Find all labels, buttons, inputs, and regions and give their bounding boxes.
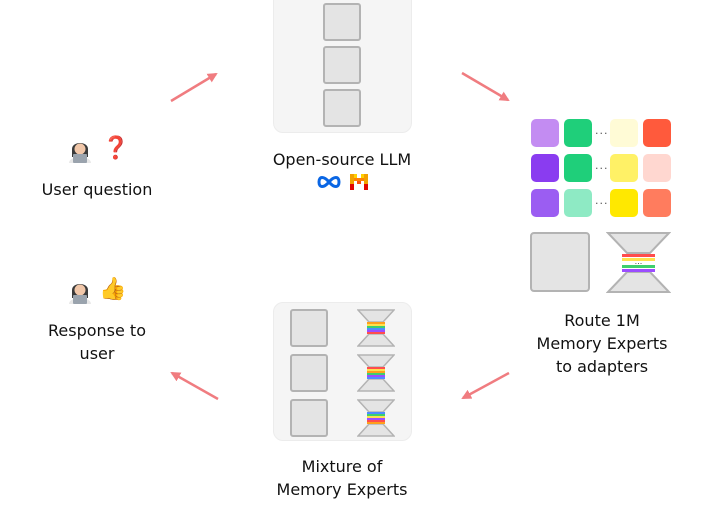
- expert-cell: [643, 154, 671, 182]
- thumbs-up-icon: 👍: [99, 277, 127, 302]
- ellipsis: ...: [595, 124, 609, 137]
- expert-cell: [564, 154, 592, 182]
- response-label-line-2: user: [79, 344, 115, 363]
- mixture-label-line-2: Memory Experts: [276, 480, 408, 499]
- ellipsis: ...: [595, 159, 609, 172]
- route-label: Route 1M Memory Experts to adapters: [512, 309, 692, 378]
- route-label-line-1: Route 1M: [564, 311, 640, 330]
- arrow-route-to-mixture: [461, 371, 510, 400]
- svg-text:...: ...: [635, 257, 643, 266]
- user-avatar-icon: [67, 137, 93, 163]
- ellipsis: ...: [595, 194, 609, 207]
- meta-logo-icon: [317, 176, 341, 188]
- route-label-line-2: Memory Experts: [536, 334, 668, 353]
- expert-cell: [643, 189, 671, 217]
- expert-cell: [531, 119, 559, 147]
- mistral-logo-icon: [350, 174, 368, 190]
- mixture-layer-2: [290, 354, 328, 392]
- expert-cell: [643, 119, 671, 147]
- mixture-layer-3: [290, 399, 328, 437]
- expert-cell: [531, 154, 559, 182]
- arrow-mixture-to-response: [170, 371, 219, 401]
- expert-cell: [610, 154, 638, 182]
- adapter-hourglass-icon: ...: [606, 232, 671, 293]
- response-label: Response to user: [17, 319, 177, 365]
- expert-cell: [564, 119, 592, 147]
- route-label-line-3: to adapters: [555, 357, 649, 376]
- arrow-question-to-llm: [170, 72, 218, 103]
- llm-layer-1: [323, 3, 361, 41]
- llm-panel: [273, 0, 412, 133]
- mixture-label-line-1: Mixture of: [301, 457, 383, 476]
- adapter-hourglass-icon: [357, 399, 395, 437]
- response-label-line-1: Response to: [48, 321, 146, 340]
- llm-label: Open-source LLM: [272, 150, 412, 169]
- mixture-layer-1: [290, 309, 328, 347]
- expert-cell: [531, 189, 559, 217]
- base-layer-block: [530, 232, 590, 292]
- user-question-label: User question: [41, 180, 153, 199]
- mixture-panel: [273, 302, 412, 441]
- expert-cell: [564, 189, 592, 217]
- user-avatar-icon: [67, 278, 93, 304]
- mixture-label: Mixture of Memory Experts: [242, 455, 442, 501]
- adapter-hourglass-icon: [357, 309, 395, 347]
- arrow-llm-to-route: [461, 71, 510, 102]
- expert-cell: [610, 119, 638, 147]
- llm-layer-2: [323, 46, 361, 84]
- adapter-hourglass-icon: [357, 354, 395, 392]
- llm-layer-3: [323, 89, 361, 127]
- question-mark-icon: ❓: [102, 136, 130, 161]
- expert-cell: [610, 189, 638, 217]
